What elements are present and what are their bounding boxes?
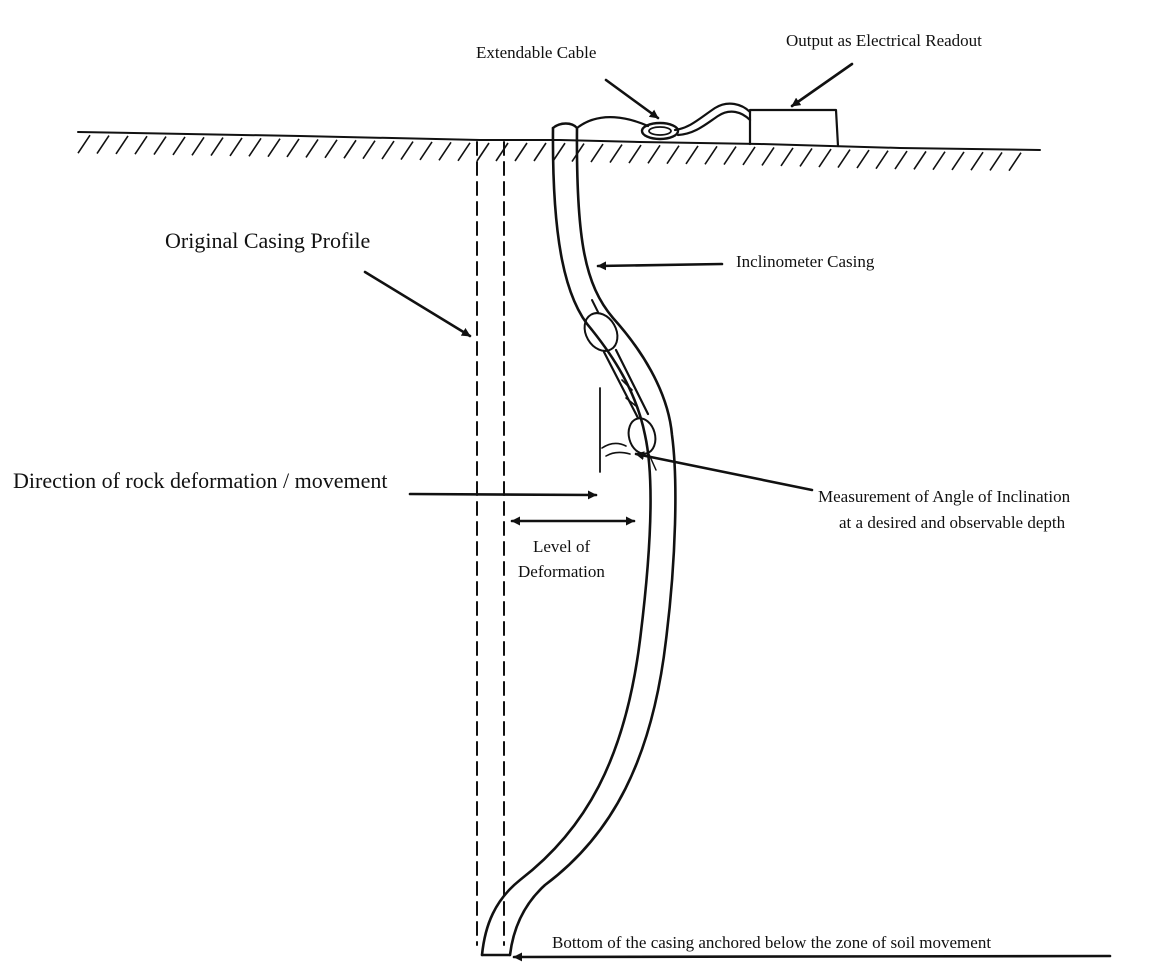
label-level-line2: Deformation xyxy=(518,562,605,581)
labels: Extendable Cable Output as Electrical Re… xyxy=(13,31,1071,952)
label-bottom-anchor: Bottom of the casing anchored below the … xyxy=(552,933,991,952)
original-casing-profile xyxy=(476,141,505,946)
arrow-output-readout xyxy=(790,62,854,108)
angle-measurement-marker xyxy=(599,387,631,473)
label-inclinometer-casing: Inclinometer Casing xyxy=(736,252,875,271)
inclinometer-probe xyxy=(583,299,657,471)
arrow-original-casing xyxy=(363,270,472,338)
ground-surface xyxy=(77,131,1041,172)
arrow-bottom-anchor xyxy=(512,952,1112,962)
arrow-measurement xyxy=(634,451,814,492)
label-output-readout: Output as Electrical Readout xyxy=(786,31,982,50)
label-measurement-line1: Measurement of Angle of Inclination xyxy=(818,487,1071,506)
arrows xyxy=(363,62,1112,962)
label-direction-movement: Direction of rock deformation / movement xyxy=(13,468,388,493)
label-level-line1: Level of xyxy=(533,537,590,556)
label-extendable-cable: Extendable Cable xyxy=(476,43,596,62)
label-original-casing: Original Casing Profile xyxy=(165,228,370,253)
ground-hatching xyxy=(77,134,1022,172)
arrow-inclinometer-casing xyxy=(596,261,724,271)
readout-box xyxy=(748,108,840,148)
arrow-extendable-cable xyxy=(604,78,660,120)
arrow-direction-movement xyxy=(408,490,598,500)
extendable-cable xyxy=(575,102,752,141)
label-measurement-line2: at a desired and observable depth xyxy=(839,513,1066,532)
inclinometer-casing xyxy=(480,122,677,957)
